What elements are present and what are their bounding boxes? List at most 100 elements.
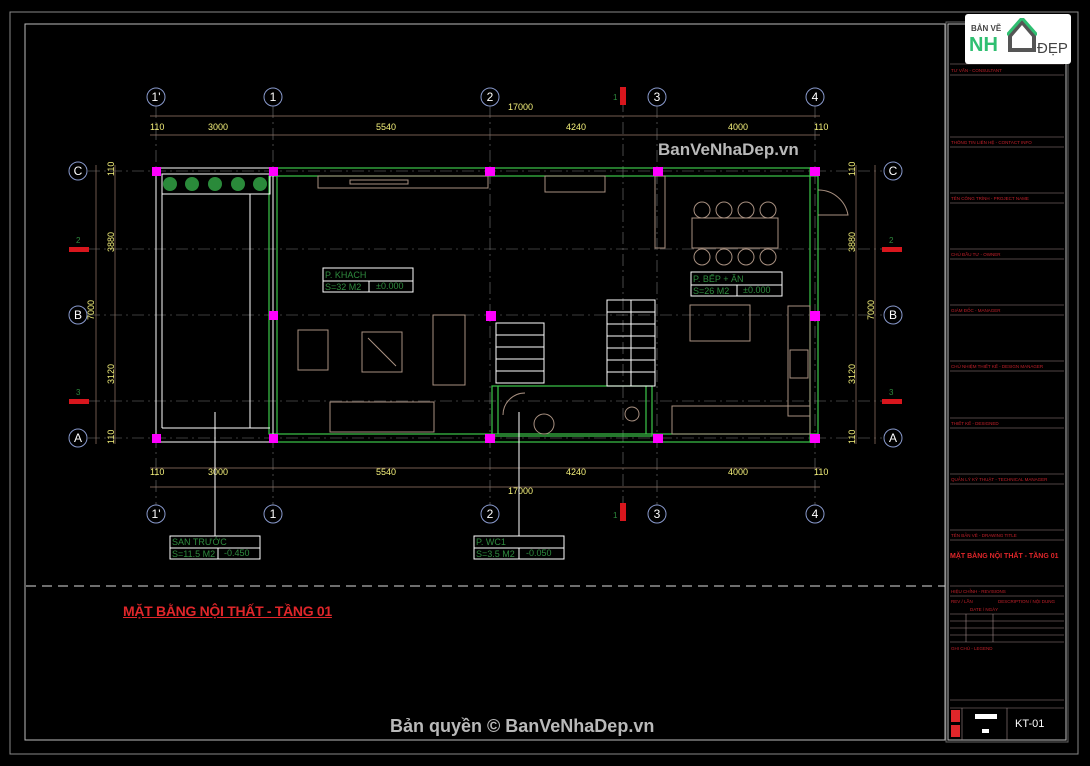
logo-text-3: ĐẸP [1037,40,1068,57]
room-name: P. WC1 [476,537,506,547]
room-tag-khach: P. KHACH S=32 M2 ±0.000 [322,267,414,293]
tb-revisions-label: HIỆU CHỈNH - REVISIONS [951,587,1006,594]
logo-text-1: BẢN VẼ [971,24,1002,33]
grid-row-b-left: B [74,308,82,322]
section-3-left: 3 [76,388,81,397]
dim-bottom-2: 3000 [208,467,228,477]
room-level: -0.450 [224,548,250,558]
grid-row-a-right: A [889,431,897,445]
dimension-labels-bottom: 110 3000 5540 4240 4000 110 17000 [150,467,828,496]
section-markers [69,87,902,521]
dim-top-1: 110 [150,122,164,132]
grid-col-1p-top: 1' [152,90,161,104]
furniture [297,175,849,435]
grid-col-1p-bottom: 1' [152,507,161,521]
dim-left-3: 3120 [106,364,116,384]
grid-row-c-left: C [74,164,83,178]
room-area: S=3.5 M2 [476,549,515,559]
drawing-title: MẶT BẰNG NỘI THẤT - TẦNG 01 [123,603,332,619]
dimension-labels-top: 110 3000 5540 4240 4000 110 17000 [150,102,828,132]
grid-labels: 1' 1 2 3 4 1' 1 2 3 4 C B A C B A [74,90,898,521]
dim-bottom-3: 5540 [376,467,396,477]
house-icon [1007,18,1037,52]
sheet-frame [9,11,1079,755]
grid-col-3-bottom: 3 [654,507,661,521]
section-1-bottom: 1 [613,511,618,520]
dim-bottom-5: 4000 [728,467,748,477]
dim-top-2: 3000 [208,122,228,132]
room-area: S=32 M2 [325,282,361,292]
dim-top-6: 110 [814,122,828,132]
dim-right-1: 110 [847,162,857,176]
dim-right-overall: 7000 [866,300,876,320]
grid-col-2-top: 2 [487,90,494,104]
room-level: ±0.000 [376,281,403,291]
dim-top-overall: 17000 [508,102,533,112]
dim-left-1: 110 [106,162,116,176]
room-level: -0.050 [526,548,552,558]
room-level: ±0.000 [743,285,770,295]
dim-right-3: 3120 [847,364,857,384]
grid-lines [88,100,882,510]
grid-col-1-top: 1 [270,90,277,104]
title-block-drawing-name: MẶT BẰNG NỘI THẤT - TẦNG 01 [950,553,1059,560]
section-2-right: 2 [889,236,894,245]
planter [163,177,267,191]
tb-rev-header: DESCRIPTION / NỘI DUNG [998,598,1056,604]
grid-row-a-left: A [74,431,82,445]
title-block-lines [950,63,1064,740]
section-3-right: 3 [889,388,894,397]
columns [152,167,820,443]
grid-col-1-bottom: 1 [270,507,277,521]
dim-right-2: 3880 [847,232,857,252]
dim-bottom-overall: 17000 [508,486,533,496]
stairs [495,299,656,387]
grid-col-2-bottom: 2 [487,507,494,521]
dim-left-overall: 7000 [86,300,96,320]
tb-field: CHỦ NHIỆM THIẾT KẾ - DESIGN MANAGER [951,362,1044,369]
room-name: P. BẾP + ĂN [693,274,743,284]
dim-left-2: 3880 [106,232,116,252]
tb-field: TÊN BẢN VẼ - DRAWING TITLE [951,531,1017,538]
logo-text-2: NH [969,34,998,56]
room-area: S=11.5 M2 [172,549,215,559]
watermark-top: BanVeNhaDep.vn [658,140,799,159]
dim-top-5: 4000 [728,122,748,132]
dim-bottom-6: 110 [814,467,828,477]
scale-bars [975,714,997,733]
room-name: SAN TRƯỚC [172,537,227,547]
dim-top-3: 5540 [376,122,396,132]
grid-col-4-top: 4 [812,90,819,104]
section-marker-labels: 1 1 2 3 2 3 [76,93,894,520]
tb-rev-header: REV / LẦN [951,598,973,604]
dim-top-4: 4240 [566,122,586,132]
grid-col-3-top: 3 [654,90,661,104]
watermark-copyright: Bản quyền © BanVeNhaDep.vn [390,716,655,736]
grid-row-c-right: C [889,164,898,178]
tb-rev-header: DATE / NGÀY [970,606,998,612]
grid-col-4-bottom: 4 [812,507,819,521]
tb-legend-label: GHI CHÚ - LEGEND [951,645,993,651]
tb-field: THIẾT KẾ - DESIGNED [951,420,999,426]
dim-bottom-4: 4240 [566,467,586,477]
room-tag-bep-an: P. BẾP + ĂN S=26 M2 ±0.000 [690,271,783,297]
dimension-lines [95,115,876,488]
dim-left-4: 110 [106,430,116,444]
tb-field: QUẢN LÝ KỸ THUẬT - TECHNICAL MANAGER [951,476,1048,482]
dimension-labels-left: 110 3880 7000 3120 110 [86,162,116,444]
tb-field: TƯ VẤN - CONSULTANT [951,67,1002,73]
dim-right-4: 110 [847,430,857,444]
room-tag-wc1: P. WC1 S=3.5 M2 -0.050 [473,535,565,560]
sheet-number: KT-01 [1015,718,1045,730]
room-tag-san-truoc: SAN TRƯỚC S=11.5 M2 -0.450 [169,535,261,560]
room-name: P. KHACH [325,270,366,280]
tb-field: TÊN CÔNG TRÌNH - PROJECT NAME [951,194,1029,201]
title-block-marks [951,710,960,737]
tb-field: GIÁM ĐỐC - MANAGER [951,307,1001,313]
tb-field: THÔNG TIN LIÊN HỆ - CONTACT INFO [951,138,1032,145]
brand-logo: BẢN VẼ NH ĐẸP [965,14,1071,64]
section-2-left: 2 [76,236,81,245]
section-1-top: 1 [613,93,618,102]
grid-bubbles [68,87,903,524]
